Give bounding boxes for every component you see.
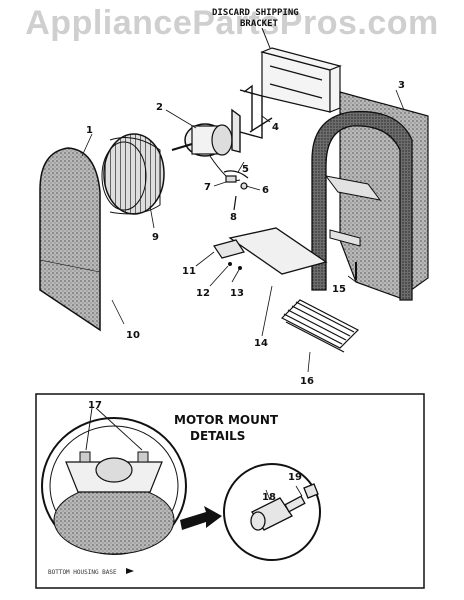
callout-4: 4 [272, 122, 279, 133]
callout-8: 8 [230, 212, 237, 223]
callout-2: 2 [156, 102, 163, 113]
callout-15: 15 [332, 284, 346, 295]
blower-motor [171, 123, 241, 181]
motor-hardware [223, 170, 249, 211]
blower-housing [311, 91, 429, 301]
callout-9: 9 [152, 232, 159, 243]
callout-18: 18 [262, 492, 276, 503]
callout-11: 11 [182, 266, 196, 277]
callout-6: 6 [262, 185, 269, 196]
callout-17: 17 [88, 400, 102, 411]
front-panel [39, 147, 101, 332]
detail-base-label: BOTTOM HOUSING BASE [48, 569, 117, 576]
callout-16: 16 [300, 376, 314, 387]
detail-title-line2: DETAILS [190, 429, 245, 443]
callout-10: 10 [126, 330, 140, 341]
callouts: 1 2 3 4 5 6 7 8 9 10 11 12 13 14 15 16 [81, 80, 405, 387]
callout-3: 3 [398, 80, 405, 91]
bracket-caption-line1: DISCARD SHIPPING [212, 8, 299, 18]
callout-12: 12 [196, 288, 210, 299]
site-watermark: AppliancePartsPros.com [25, 4, 439, 42]
callout-5: 5 [242, 164, 249, 175]
detail-title-line1: MOTOR MOUNT [174, 413, 279, 427]
callout-7: 7 [204, 182, 211, 193]
callout-1: 1 [86, 125, 93, 136]
bracket-caption-line2: BRACKET [240, 19, 279, 29]
blower-wheel [101, 133, 165, 215]
motor-mount-detail-box: MOTOR MOUNT DETAILS 17 18 19 BOTTOM HOUS… [35, 393, 425, 589]
callout-14: 14 [254, 338, 268, 349]
shipping-bracket [260, 47, 342, 113]
callout-13: 13 [230, 288, 244, 299]
filter-grille [280, 299, 360, 353]
control-plate [213, 227, 328, 275]
callout-19: 19 [288, 472, 302, 483]
